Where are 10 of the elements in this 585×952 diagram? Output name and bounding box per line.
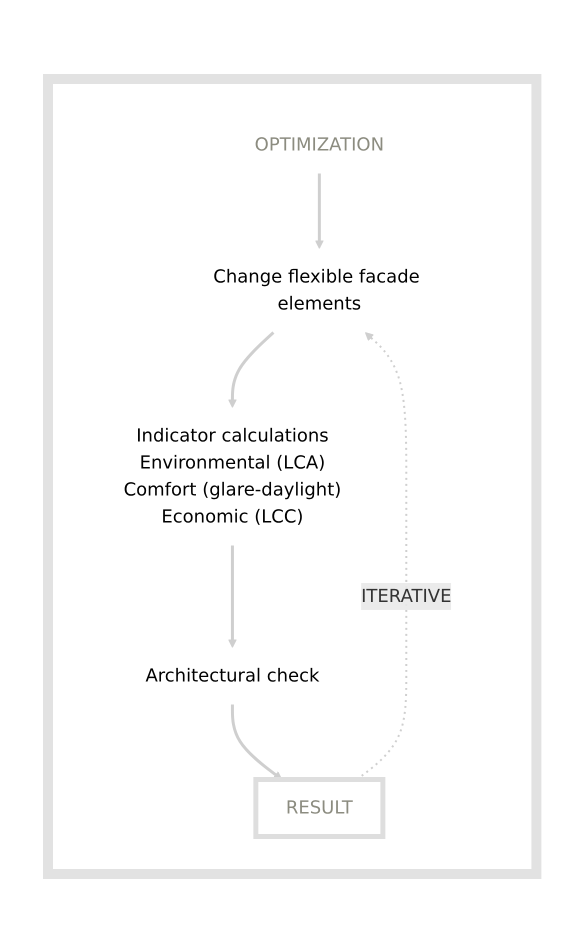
node-box: RESULT <box>254 776 386 838</box>
node-text: Change flexible facade elements <box>214 266 420 314</box>
edge-label: ITERATIVE <box>361 585 452 606</box>
arrow <box>228 330 275 408</box>
node-text: Architectural check <box>146 664 320 686</box>
node-text: OPTIMIZATION <box>254 134 384 155</box>
cluster <box>43 74 542 878</box>
arrow <box>228 545 238 648</box>
arrow <box>315 173 324 248</box>
node-text: Indicator calculations Environmental (LCA) Comfort (glare-daylight) Economic (LCC) <box>124 424 342 527</box>
